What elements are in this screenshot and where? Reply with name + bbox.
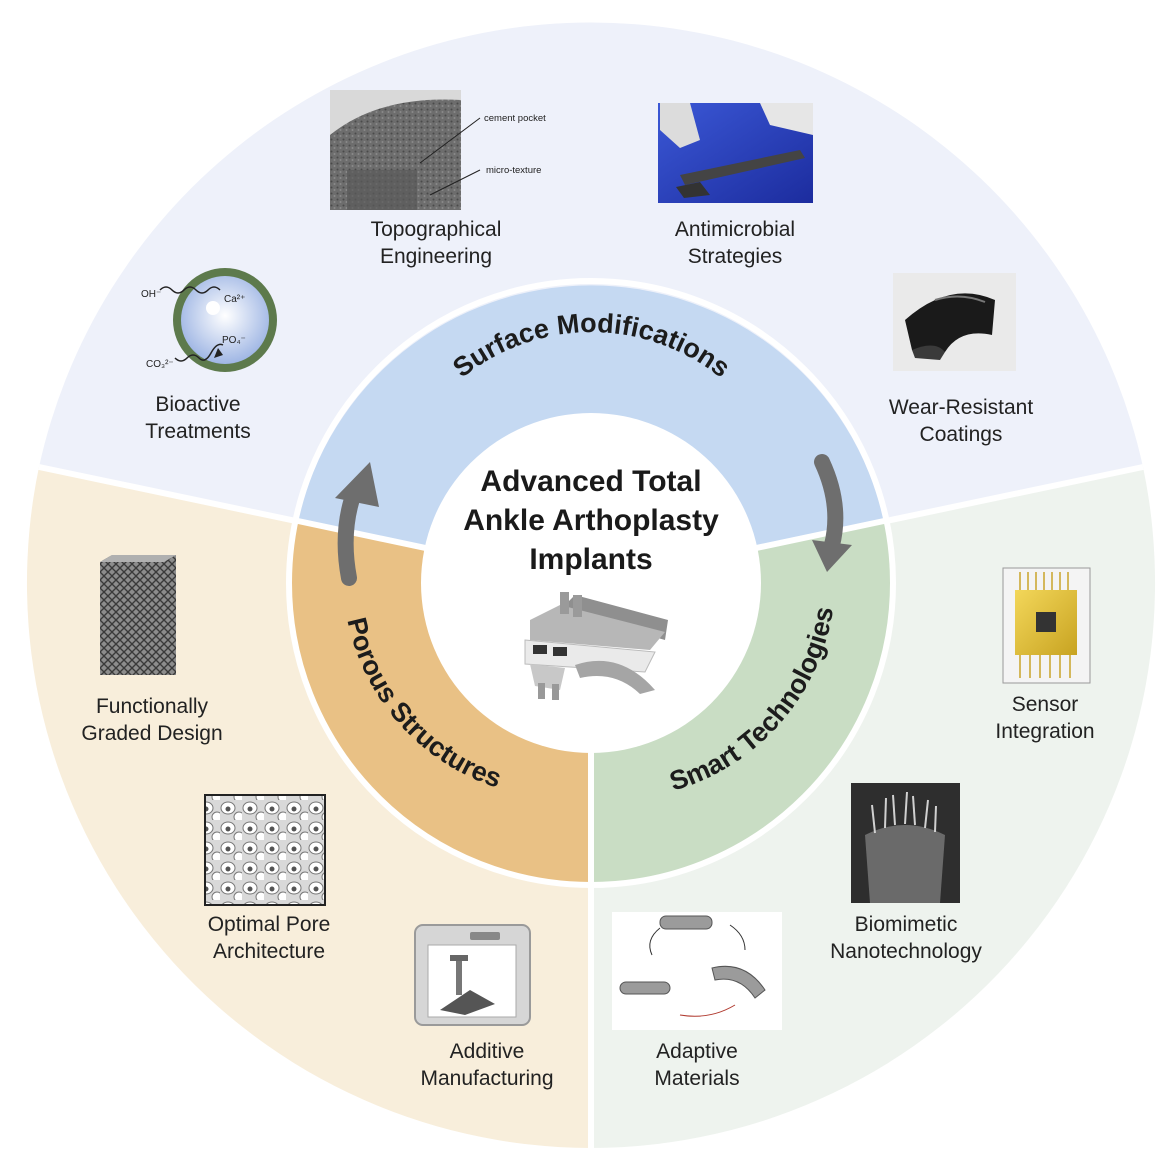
cycle-arrow-right (812, 454, 852, 572)
additive-manufacturing-image (414, 924, 531, 1026)
label-wear-resistant-coatings: Wear-Resistant Coatings (888, 396, 1034, 446)
center-circle (421, 413, 761, 753)
ankle-implant-image (524, 592, 668, 700)
label-bioactive-treatments: Bioactive Treatments (145, 393, 251, 443)
label-functionally-graded-design: Functionally Graded Design (81, 695, 223, 745)
topographical-image: cement pocket micro-texture (330, 90, 546, 210)
functionally-graded-image (100, 555, 176, 675)
center-title-line: Advanced Total (480, 465, 702, 498)
label-antimicrobial-strategies: Antimicrobial Strategies (674, 218, 796, 268)
wear-resistant-image (893, 273, 1016, 371)
ion-label-po: PO₄⁻ (222, 335, 246, 346)
ion-label-oh: OH⁻ (141, 289, 161, 300)
pore-architecture-image (204, 794, 326, 906)
label-sensor-integration: Sensor Integration (995, 693, 1095, 743)
annotation-micro-texture: micro-texture (486, 165, 541, 176)
cycle-arrow-left (335, 462, 379, 586)
center-title: Advanced Total Ankle Arthoplasty Implant… (463, 462, 719, 579)
adaptive-materials-image (612, 912, 782, 1030)
center-title-line: Ankle Arthoplasty (463, 504, 719, 537)
bioactive-image: OH⁻ Ca²⁺ PO₄⁻ CO₃²⁻ (141, 268, 277, 372)
sensor-image (1002, 567, 1091, 684)
ion-label-ca: Ca²⁺ (224, 294, 245, 305)
label-topographical-engineering: Topographical Engineering (370, 218, 502, 268)
label-additive-manufacturing: Additive Manufacturing (420, 1040, 554, 1090)
center-title-line: Implants (529, 543, 653, 576)
antimicrobial-image (658, 103, 813, 203)
label-optimal-pore-architecture: Optimal Pore Architecture (207, 913, 331, 963)
label-biomimetic-nanotechnology: Biomimetic Nanotechnology (830, 913, 982, 963)
label-adaptive-materials: Adaptive Materials (654, 1040, 740, 1090)
annotation-cement-pocket: cement pocket (484, 113, 546, 124)
biomimetic-image (851, 783, 960, 903)
ion-label-co: CO₃²⁻ (146, 359, 174, 370)
